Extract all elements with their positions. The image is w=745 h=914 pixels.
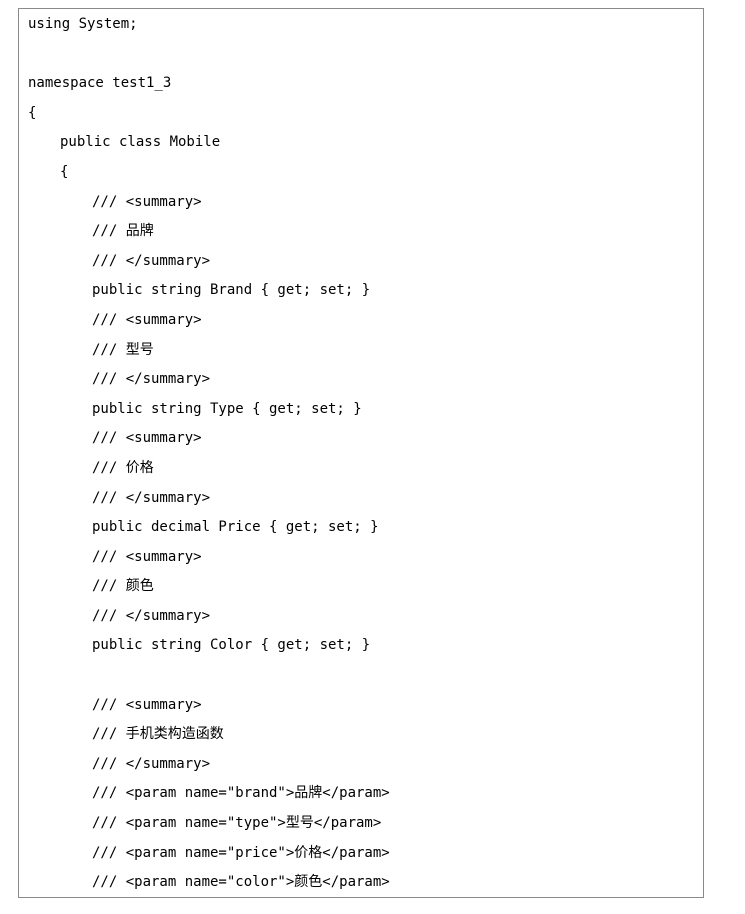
code-line: /// 品牌: [92, 223, 154, 240]
code-line: /// <summary>: [92, 193, 202, 210]
code-line: namespace test1_3: [28, 75, 172, 92]
code-line: /// <summary>: [92, 311, 202, 328]
blank-line: [28, 40, 703, 70]
code-line: /// <summary>: [92, 548, 202, 565]
code-line: {: [28, 104, 37, 121]
code-line: public class Mobile: [60, 134, 221, 151]
code-line: /// </summary>: [92, 607, 211, 624]
code-line: {: [60, 163, 69, 180]
code-line: public string Brand { get; set; }: [92, 282, 371, 299]
code-line: /// </summary>: [92, 252, 211, 269]
code-line: /// <param name="brand">品牌</param>: [92, 785, 390, 802]
code-line: /// 价格: [92, 459, 154, 476]
code-line: public decimal Price { get; set; }: [92, 519, 379, 536]
code-line: /// <summary>: [92, 696, 202, 713]
code-line: /// </summary>: [92, 371, 211, 388]
code-line: /// 颜色: [92, 578, 154, 595]
code-line: using System;: [28, 16, 138, 32]
code-line: /// </summary>: [92, 489, 211, 506]
code-line: public string Color { get; set; }: [92, 637, 371, 654]
blank-line: [28, 661, 703, 691]
code-line: /// <param name="type">型号</param>: [92, 815, 382, 832]
code-line: /// 手机类构造函数: [92, 726, 224, 743]
code-line: /// </summary>: [92, 755, 211, 772]
code-listing-box: using System; namespace test1_3 { public cl…: [18, 8, 704, 898]
code-line: /// <param name="color">颜色</param>: [92, 874, 390, 891]
code-lines: using System; namespace test1_3 { public cl…: [28, 9, 703, 897]
code-line: /// <param name="price">价格</param>: [92, 844, 390, 861]
code-line: /// <summary>: [92, 430, 202, 447]
code-line: public string Type { get; set; }: [92, 400, 362, 417]
code-line: /// 型号: [92, 341, 154, 358]
